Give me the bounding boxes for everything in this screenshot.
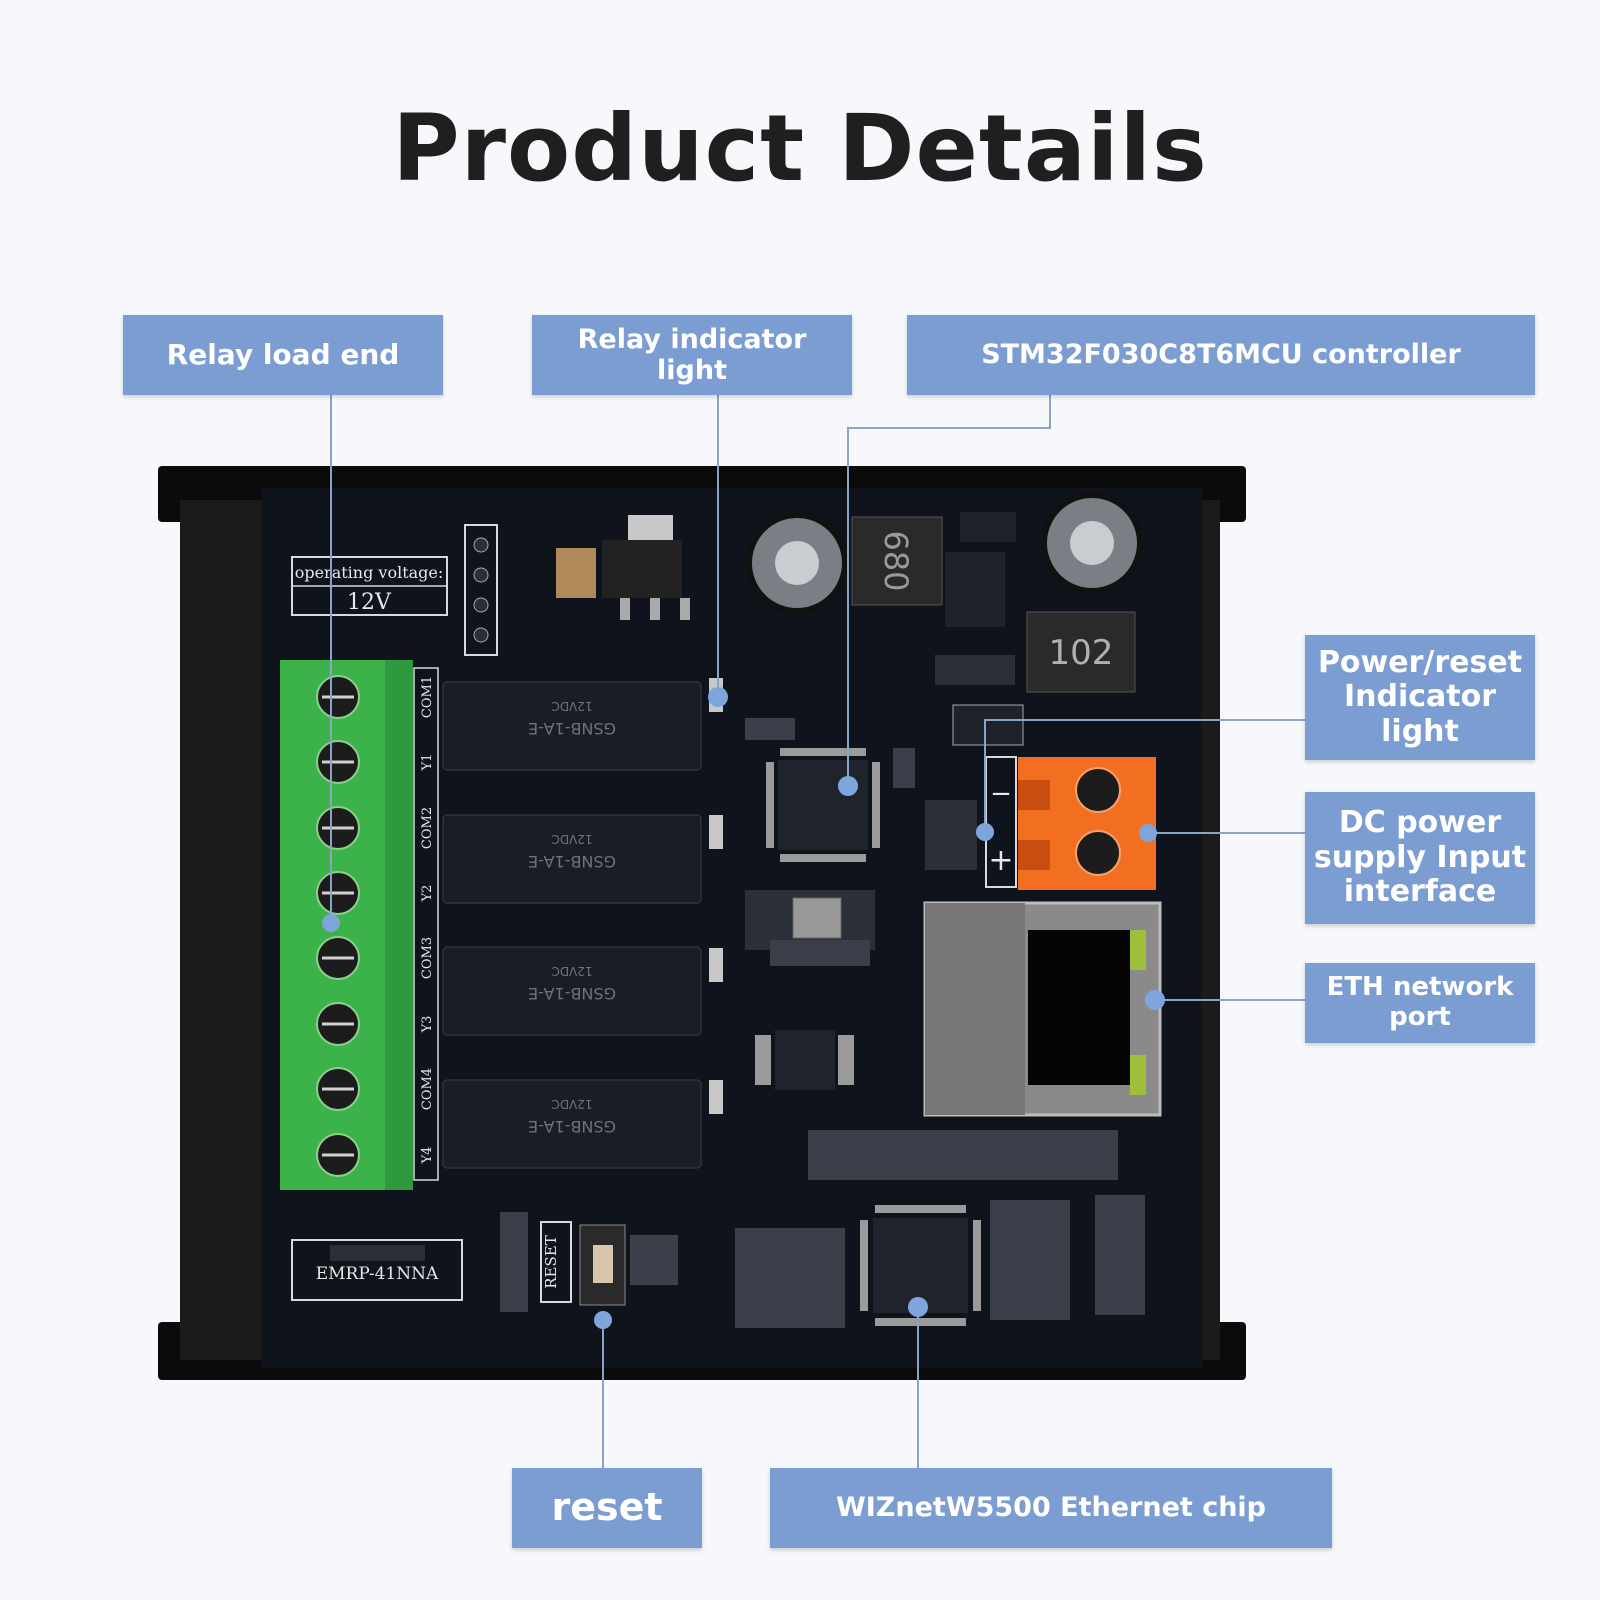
terminal-label-y1: Y1 — [420, 754, 435, 772]
svg-text:GSNB-1A-E: GSNB-1A-E — [528, 719, 616, 738]
callout-ethernet-chip: WIZnetW5500 Ethernet chip — [770, 1468, 1332, 1548]
crystal-and-passives — [745, 800, 977, 1090]
leader-dots — [322, 687, 1165, 1329]
mcu-chip — [745, 718, 915, 862]
callout-label: Power/reset Indicator light — [1317, 644, 1523, 749]
top-components: 680 102 — [556, 492, 1143, 746]
callout-label: reset — [551, 1485, 663, 1530]
terminal-label-y2: Y2 — [420, 885, 435, 903]
callout-relay-indicator-light: Relay indicator light — [532, 315, 852, 395]
inductor-102 — [1026, 611, 1136, 693]
relay-1: GSNB-1A-E 12VDC — [442, 681, 702, 771]
page-title: Product Details — [392, 95, 1208, 202]
callout-relay-load-end: Relay load end — [123, 315, 443, 395]
svg-text:12VDC: 12VDC — [551, 1097, 592, 1111]
leader-lines — [330, 395, 1305, 1468]
svg-text:12VDC: 12VDC — [551, 832, 592, 846]
callout-power-reset-indicator: Power/reset Indicator light — [1305, 635, 1535, 760]
callout-label: STM32F030C8T6MCU controller — [981, 339, 1461, 371]
reset-button-part: RESET — [500, 1212, 678, 1312]
callout-label: WIZnetW5500 Ethernet chip — [835, 1492, 1267, 1524]
relay-3: GSNB-1A-E 12VDC — [442, 946, 702, 1036]
pin-header — [464, 524, 498, 656]
terminal-label-y3: Y3 — [420, 1016, 435, 1034]
svg-text:GSNB-1A-E: GSNB-1A-E — [528, 1117, 616, 1136]
callout-label: ETH network port — [1326, 972, 1514, 1032]
relay-2: GSNB-1A-E 12VDC — [442, 814, 702, 904]
relay-terminal-block: COM1 Y1 COM2 Y2 COM3 Y3 COM4 Y4 — [280, 660, 439, 1190]
voltage-value: 12V — [347, 590, 392, 615]
svg-text:GSNB-1A-E: GSNB-1A-E — [528, 852, 616, 871]
power-minus-label: − — [990, 779, 1012, 809]
terminal-label-com1: COM1 — [420, 676, 435, 718]
model-label: EMRP-41NNA — [316, 1264, 439, 1284]
passives-row — [808, 1130, 1118, 1180]
svg-text:12VDC: 12VDC — [551, 699, 592, 713]
svg-text:102: 102 — [1049, 633, 1114, 673]
svg-text:12VDC: 12VDC — [551, 964, 592, 978]
svg-text:GSNB-1A-E: GSNB-1A-E — [528, 984, 616, 1003]
svg-text:680: 680 — [877, 530, 915, 591]
callout-reset: reset — [512, 1468, 702, 1548]
power-plus-label: + — [988, 843, 1013, 878]
svg-text:RESET: RESET — [542, 1235, 560, 1288]
ethernet-port — [923, 901, 1162, 1117]
terminal-label-com2: COM2 — [420, 807, 435, 849]
relays: GSNB-1A-E 12VDC GSNB-1A-E 12VDC GSNB-1A-… — [442, 678, 723, 1169]
terminal-label-y4: Y4 — [420, 1147, 435, 1165]
voltage-label: operating voltage: — [295, 563, 444, 582]
relay-4: GSNB-1A-E 12VDC — [442, 1079, 702, 1169]
terminal-label-com3: COM3 — [420, 937, 435, 979]
inductor-680 — [851, 516, 943, 606]
w5500-chip — [735, 1195, 1145, 1328]
callout-dc-power-input: DC power supply Input interface — [1305, 792, 1535, 924]
dc-power-terminal: − + — [985, 756, 1156, 890]
callout-mcu-controller: STM32F030C8T6MCU controller — [907, 315, 1535, 395]
callout-eth-port: ETH network port — [1305, 963, 1535, 1043]
callout-label: Relay load end — [166, 337, 400, 371]
callout-label: Relay indicator light — [577, 323, 807, 386]
callout-label: DC power supply Input interface — [1313, 805, 1527, 910]
terminal-label-com4: COM4 — [420, 1068, 435, 1110]
model-silkscreen: EMRP-41NNA — [291, 1239, 463, 1301]
